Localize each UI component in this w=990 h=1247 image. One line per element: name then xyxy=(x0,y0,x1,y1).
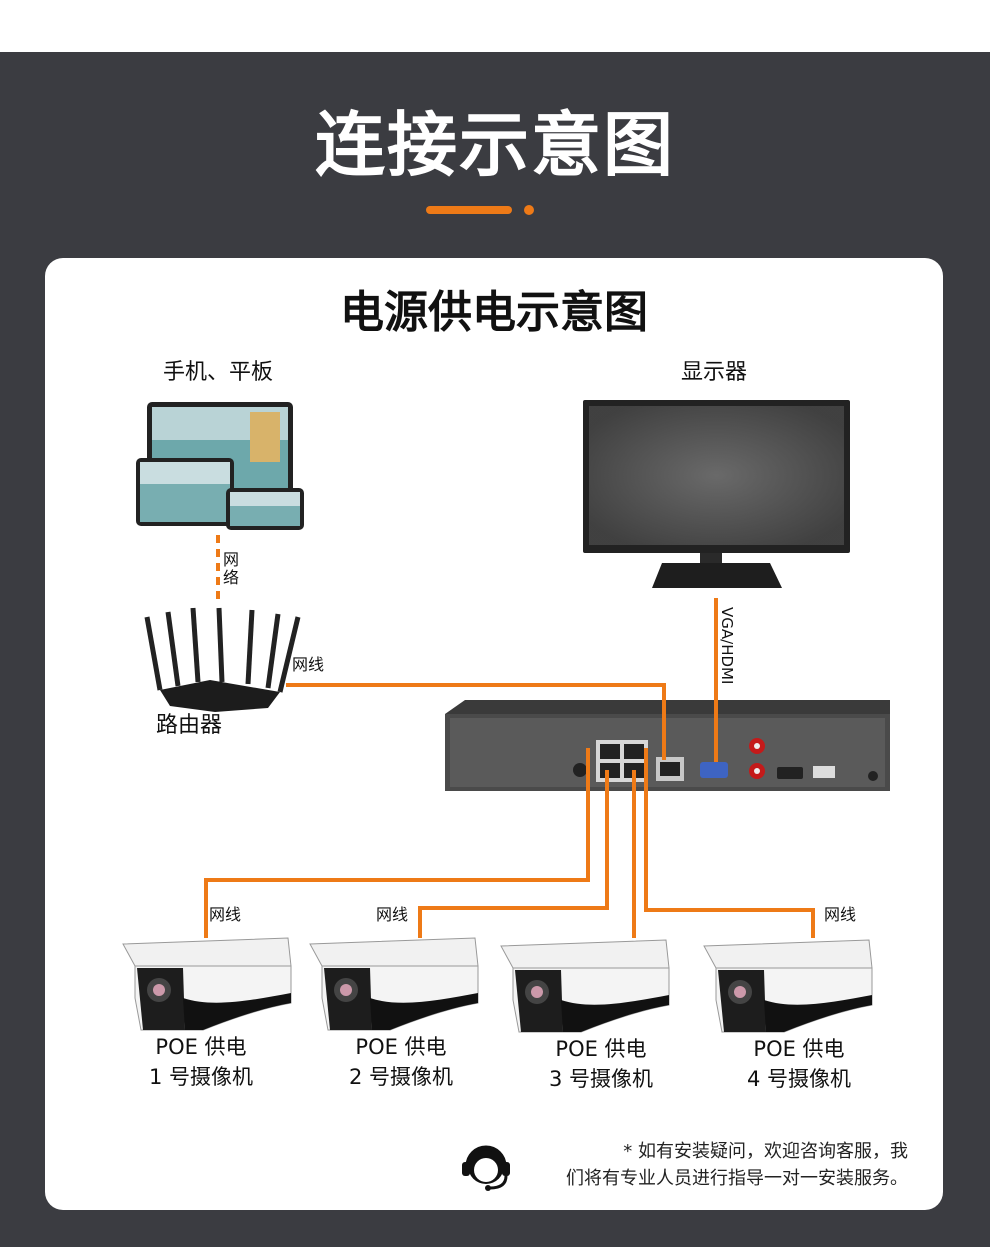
router-cable-label: 网线 xyxy=(292,655,325,674)
customer-service-icon xyxy=(462,1145,510,1191)
wires xyxy=(204,535,815,938)
title-dot xyxy=(524,205,534,215)
router-label: 路由器 xyxy=(156,713,223,738)
top-strip xyxy=(0,0,990,52)
camera-3-image xyxy=(500,939,670,1033)
cam1-cable-label: 网线 xyxy=(209,905,242,924)
network-label-1: 网 xyxy=(223,550,240,569)
usb-port-icon xyxy=(813,766,835,778)
card-title: 电源供电示意图 xyxy=(340,287,648,338)
nvr-image xyxy=(445,700,890,791)
camera-2-image xyxy=(309,937,479,1031)
title-underline xyxy=(426,206,512,214)
camera-1-image xyxy=(122,937,292,1031)
hdmi-port-icon xyxy=(777,767,803,779)
router-image xyxy=(144,607,301,712)
cam4-cable-label: 网线 xyxy=(824,905,857,924)
cam2-cable-label: 网线 xyxy=(376,905,409,924)
monitor-image xyxy=(583,400,850,588)
service-note: * 如有安装疑问，欢迎咨询客服，我 们将有专业人员进行指导一对一安装服务。 xyxy=(566,1141,908,1189)
page-title: 连接示意图 xyxy=(315,104,675,186)
vga-port-icon xyxy=(700,762,728,778)
monitor-label: 显示器 xyxy=(681,360,748,385)
mobile-label: 手机、平板 xyxy=(163,360,274,385)
network-label-2: 络 xyxy=(223,568,240,587)
mobile-devices-image xyxy=(136,402,304,530)
camera-4-image xyxy=(703,939,873,1033)
